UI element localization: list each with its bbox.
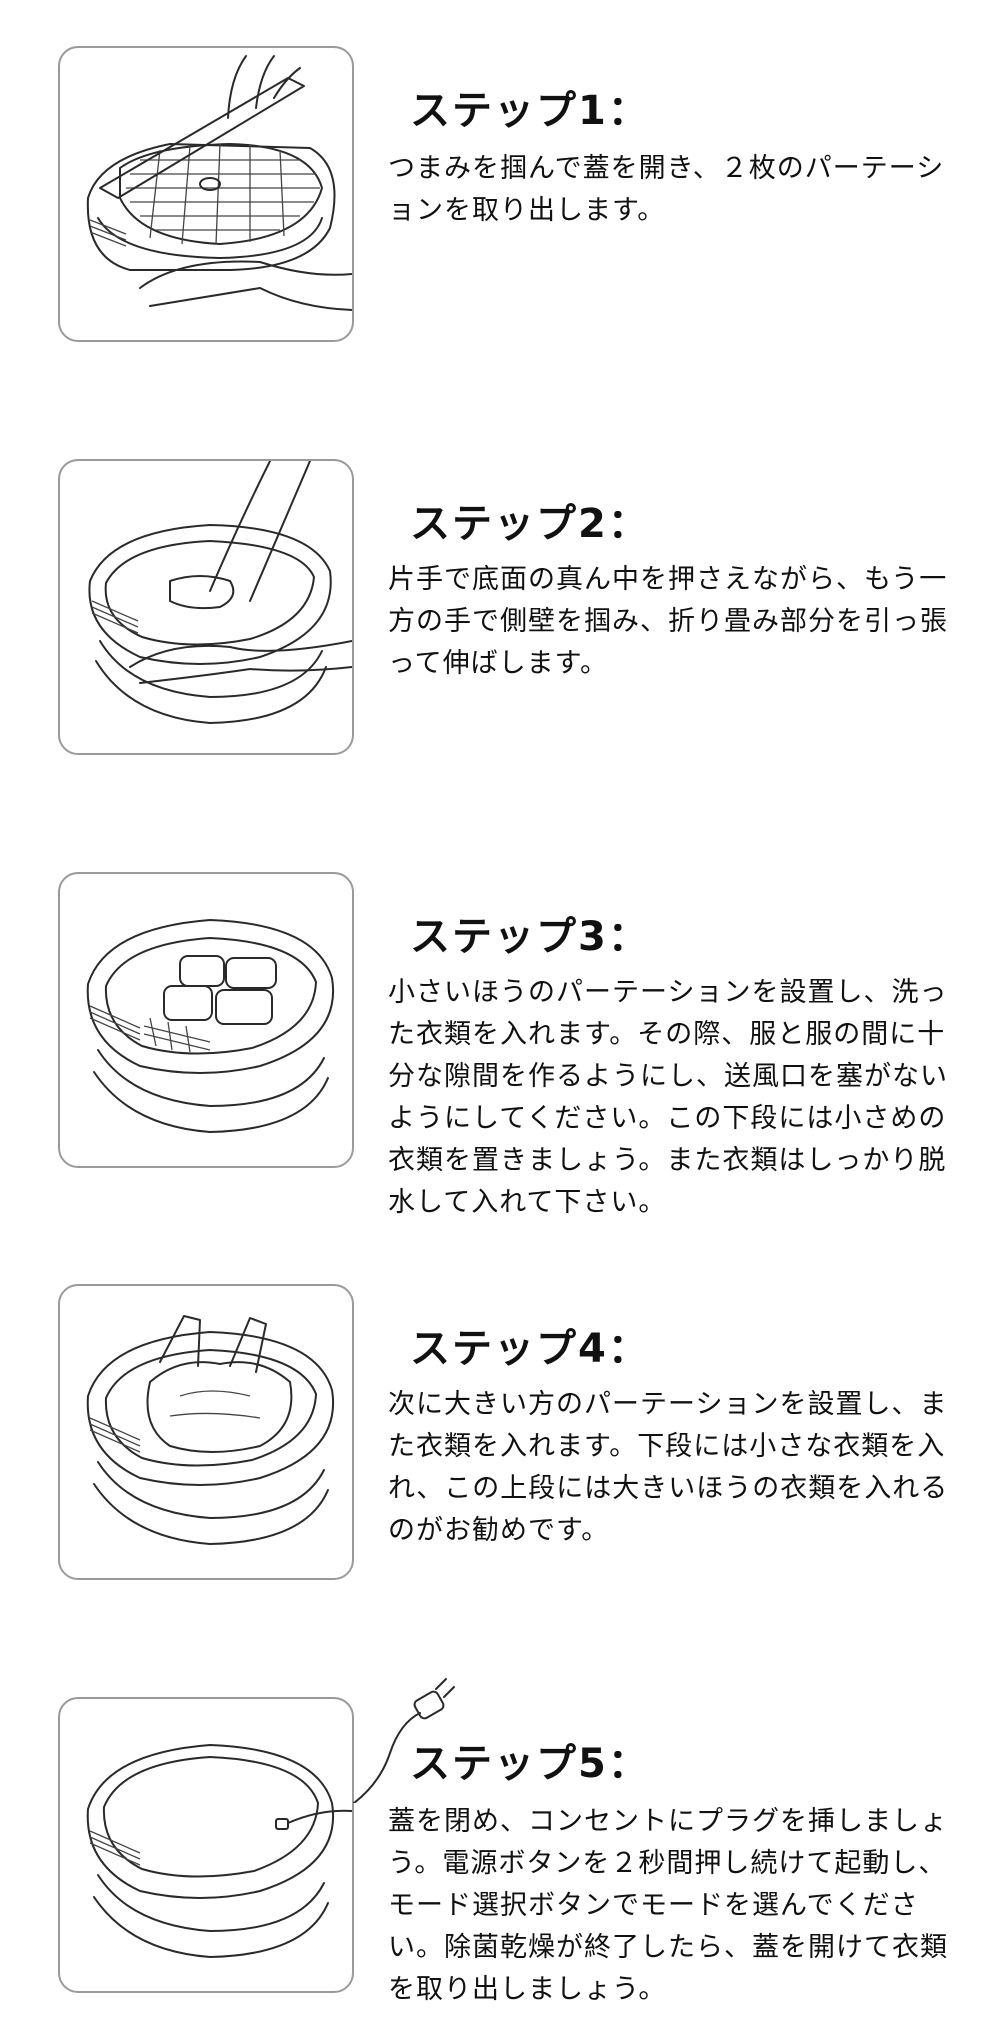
large-partition-clothes-icon	[86, 1315, 335, 1545]
step-3: ステップ3： 小さいほうのパーテーションを設置し、洗った衣類を入れます。その際、…	[0, 872, 1000, 1218]
expand-basin-icon	[88, 461, 352, 724]
step-4-title: ステップ4：	[410, 1326, 650, 1372]
step-2-description: 片手で底面の真ん中を押さえながら、もう一方の手で側壁を掴み、折り畳み部分を引っ張…	[388, 564, 948, 679]
small-partition-clothes-icon	[86, 919, 335, 1133]
closed-lid-plug-icon	[86, 1744, 352, 1958]
step-3-title: ステップ3：	[410, 914, 650, 960]
step-2-illustration	[58, 459, 354, 755]
step-5: ステップ5： 蓋を閉め、コンセントにプラグを挿しましょう。電源ボタンを２秒間押し…	[0, 1678, 1000, 2007]
step-4: ステップ4： 次に大きい方のパーテーションを設置し、また衣類を入れます。下段には…	[0, 1284, 1000, 1594]
power-plug-icon	[353, 1678, 455, 1803]
step-1-illustration	[58, 46, 354, 342]
step-1: ステップ1： つまみを掴んで蓋を開き、２枚のパーテーションを取り出します。	[0, 46, 1000, 356]
step-5-description: 蓋を閉め、コンセントにプラグを挿しましょう。電源ボタンを２秒間押し続けて起動し、…	[388, 1806, 948, 2005]
step-3-illustration	[58, 872, 354, 1168]
step-5-illustration	[58, 1697, 354, 1993]
step-1-title: ステップ1：	[410, 88, 650, 134]
step-1-description: つまみを掴んで蓋を開き、２枚のパーテーションを取り出します。	[388, 153, 945, 226]
lid-open-tray-icon	[86, 55, 352, 311]
step-5-title: ステップ5：	[410, 1741, 650, 1787]
step-4-description: 次に大きい方のパーテーションを設置し、また衣類を入れます。下段には小さな衣類を入…	[388, 1389, 949, 1546]
step-2-title: ステップ2：	[410, 501, 650, 547]
step-3-description: 小さいほうのパーテーションを設置し、洗った衣類を入れます。その際、服と服の間に十…	[388, 977, 948, 1218]
step-2: ステップ2： 片手で底面の真ん中を押さえながら、もう一方の手で側壁を掴み、折り畳…	[0, 459, 1000, 769]
step-4-illustration	[58, 1284, 354, 1580]
